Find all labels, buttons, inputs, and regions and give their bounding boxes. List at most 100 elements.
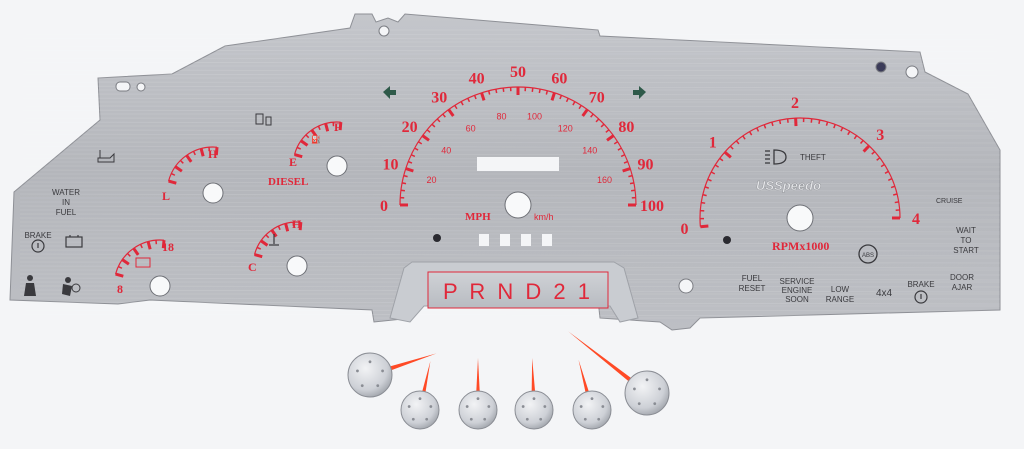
mph-tick-label: 100 — [640, 198, 664, 215]
tacho-tick — [735, 140, 740, 145]
speedo-tick — [631, 189, 636, 192]
speedo-tick — [629, 182, 635, 185]
tacho-tick — [840, 127, 844, 132]
brake-right-icon — [914, 290, 928, 304]
speedo-tick — [617, 147, 622, 151]
tacho-tick — [859, 139, 864, 144]
svg-text:FUEL: FUEL — [56, 208, 77, 217]
kmh-tick-label: 100 — [527, 112, 542, 122]
volt-tick — [126, 252, 131, 257]
speedo-tick — [421, 134, 430, 142]
rpm-tick-label: 1 — [709, 135, 717, 152]
speedo-tick — [403, 174, 408, 178]
mph-tick-label: 50 — [510, 64, 526, 81]
speedo-tick — [410, 154, 416, 158]
tacho-tick — [890, 185, 896, 189]
mph-tick-label: 10 — [383, 157, 399, 174]
temp-tick — [265, 234, 270, 239]
rpm-unit: RPMx1000 — [772, 239, 829, 253]
svg-text:ABS: ABS — [862, 253, 874, 259]
tacho-tick — [862, 144, 871, 153]
thermometer-icon — [269, 234, 279, 246]
temp-tick — [256, 246, 262, 250]
kmh-tick-label: 160 — [597, 175, 612, 185]
mph-tick-label: 40 — [469, 71, 485, 88]
gear-window — [427, 271, 609, 309]
tacho-tick — [778, 119, 782, 125]
diesel-label: DIESEL — [268, 176, 308, 188]
temp-tick — [270, 229, 278, 238]
kmh-tick-label: 20 — [426, 175, 436, 185]
brake-left-label: BRAKE — [24, 231, 51, 240]
tacho-tick — [818, 119, 821, 125]
mph-tick-label: 30 — [431, 90, 447, 107]
fuel-pump-small-icon: ⛽ — [311, 134, 321, 144]
speedo-tick — [436, 118, 441, 123]
left-turn-arrow-icon — [383, 86, 396, 99]
temp-tick — [284, 223, 290, 232]
oil-low-label: L — [162, 189, 170, 203]
water-in-fuel-label: WATER IN FUEL — [52, 188, 80, 217]
speedo-tick — [417, 141, 423, 145]
temp-tick — [254, 253, 263, 259]
tacho-tick — [723, 150, 732, 159]
speedo-tick — [454, 104, 458, 110]
needle-2 — [400, 361, 440, 430]
svg-text:TO: TO — [961, 236, 972, 245]
fuel-tick — [300, 139, 309, 147]
temp-tick — [260, 239, 269, 247]
abs-icon: ABS — [858, 244, 878, 264]
tacho-tick — [880, 163, 885, 168]
speedo-tick — [538, 88, 541, 94]
speedo-tick — [578, 104, 582, 110]
brand-logo: USSpeedo — [756, 178, 821, 193]
airbag-icon — [62, 277, 81, 296]
svg-text:WAIT: WAIT — [956, 226, 976, 235]
brake-right-label: BRAKE — [907, 280, 934, 289]
battery-icon — [65, 235, 83, 248]
tacho-tick — [847, 130, 851, 136]
speedo-tick — [545, 90, 549, 95]
oil-tick — [192, 150, 196, 156]
tacho-tick — [714, 164, 719, 168]
tacho-tick — [871, 151, 876, 155]
speedo-tick — [431, 123, 436, 128]
seatbelt-icon — [24, 275, 36, 296]
oil-tick — [168, 179, 177, 185]
kmh-unit: km/h — [534, 212, 554, 222]
speedometer-ticks — [399, 86, 637, 207]
speedo-tick — [550, 92, 556, 101]
tacho-tick — [700, 224, 709, 229]
tacho-tick — [701, 201, 706, 204]
volt-tick — [132, 247, 140, 256]
svg-text:WATER: WATER — [52, 188, 80, 197]
door-ajar-label: DOOR AJAR — [950, 273, 974, 292]
fuel-tick — [294, 153, 303, 159]
needle-5 — [572, 359, 612, 430]
temperature-gauge-ticks — [253, 221, 303, 259]
needle-4 — [514, 358, 554, 430]
loose-needles — [347, 331, 670, 430]
oil-arc — [167, 146, 218, 182]
brushed-texture — [19, 29, 1001, 319]
needle-3 — [458, 358, 498, 430]
tacho-tick — [719, 157, 724, 162]
fuel-tick — [317, 125, 321, 131]
speedo-tick — [613, 141, 619, 145]
theft-label: THEFT — [800, 153, 826, 162]
tacho-tick — [729, 145, 734, 150]
trip-windows — [479, 234, 552, 246]
oil-tick — [170, 172, 176, 176]
oil-tick — [185, 154, 193, 163]
speedo-tick — [447, 108, 455, 117]
speedo-tick — [467, 97, 471, 103]
headlight-icon — [765, 149, 787, 165]
rpm-tick-label: 2 — [791, 95, 799, 112]
rpm-tick-label: 3 — [876, 127, 884, 144]
mounting-holes — [115, 25, 919, 294]
needle-1 — [347, 352, 437, 398]
temp-hot-label: H — [292, 217, 302, 231]
speedo-tick — [460, 101, 464, 106]
